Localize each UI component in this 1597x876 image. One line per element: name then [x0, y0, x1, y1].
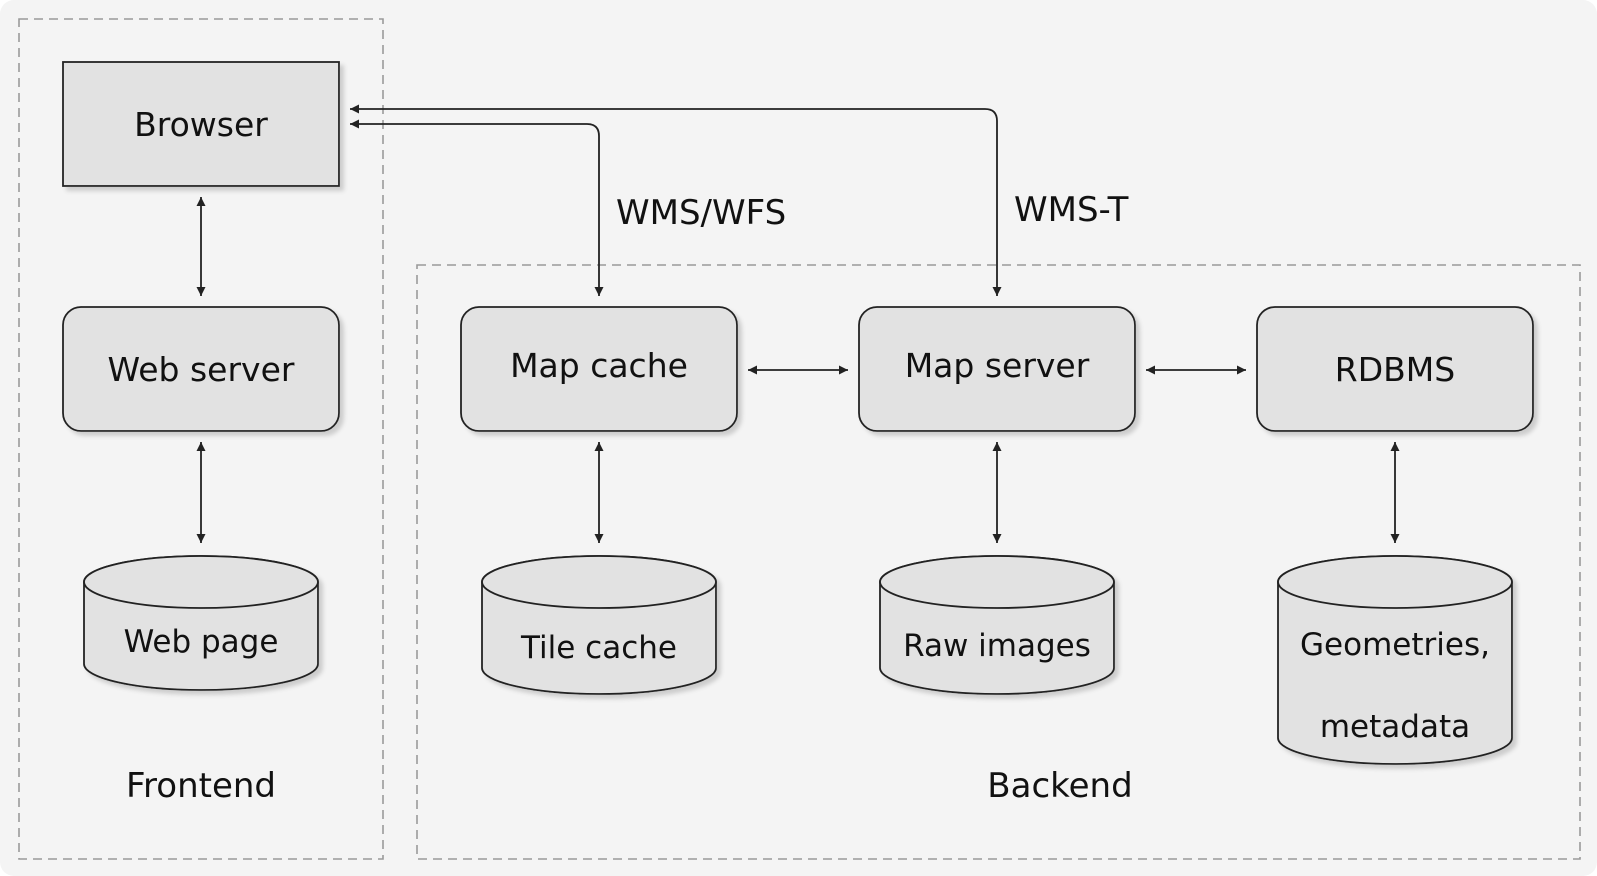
raw-images-label: Raw images — [903, 628, 1091, 664]
map-server-node — [858, 306, 1136, 432]
web-server-node — [62, 306, 340, 432]
backend-region — [416, 264, 1581, 860]
geometries-label: Geometries, metadata — [1300, 627, 1490, 745]
rdbms-label: RDBMS — [1334, 349, 1456, 389]
browser-label: Browser — [134, 104, 268, 144]
browser-mapserver-connector — [350, 104, 1002, 296]
rdbms-node — [1256, 306, 1534, 432]
map-cache-node — [460, 306, 738, 432]
frontend-label: Frontend — [125, 766, 277, 806]
web-page-database — [83, 555, 319, 691]
web-server-label: Web server — [107, 349, 295, 389]
map-cache-label: Map cache — [510, 345, 688, 385]
tile-cache-label: Tile cache — [521, 630, 677, 666]
geometries-database — [1277, 555, 1513, 765]
frontend-region — [18, 18, 384, 860]
map-server-label: Map server — [904, 345, 1090, 385]
raw-images-database — [879, 555, 1115, 695]
wms-wfs-label: WMS/WFS — [616, 193, 787, 233]
wms-t-label: WMS-T — [1014, 190, 1129, 230]
tile-cache-database — [481, 555, 717, 695]
browser-node — [62, 61, 340, 187]
backend-label: Backend — [987, 766, 1133, 806]
web-page-label: Web page — [123, 624, 279, 660]
